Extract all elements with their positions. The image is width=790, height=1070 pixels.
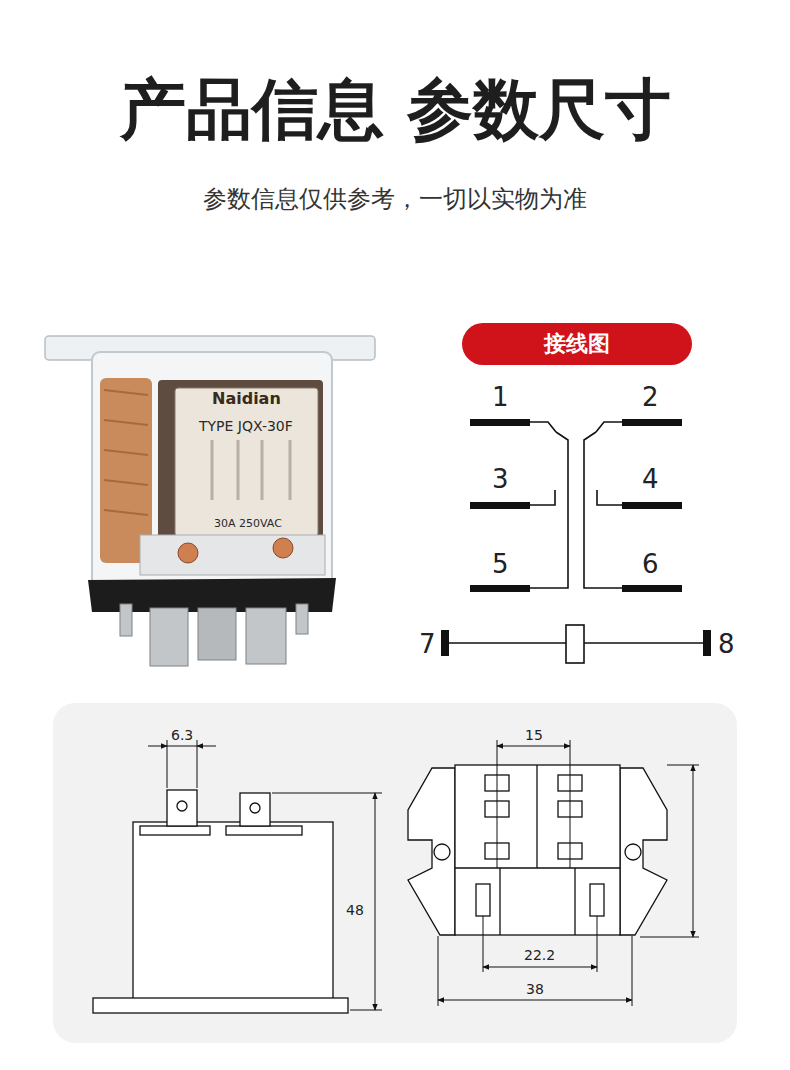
side-view-shape [148, 746, 167, 747]
rating-print: 30A 250VAC [214, 518, 282, 531]
top-view-shape [590, 884, 604, 916]
top-view-shape [667, 765, 699, 766]
relay-photo-shape [198, 608, 236, 660]
top-view [408, 740, 699, 1006]
dimension: 15 [523, 727, 545, 743]
pin-number: 5 [492, 550, 509, 580]
relay-photo-shape [140, 535, 325, 575]
relay-photo-shape [120, 604, 132, 636]
subtitle-note: 参数信息仅供参考，一切以实物为准 [203, 186, 587, 214]
side-view-shape [177, 801, 187, 811]
top-view-shape [438, 936, 439, 1006]
top-view-shape [693, 765, 694, 937]
side-view-shape [93, 998, 348, 1013]
pin-number: 4 [642, 465, 659, 495]
pin-number: 6 [642, 550, 659, 580]
side-view-shape [167, 746, 197, 747]
relay-photo-shape [175, 388, 318, 536]
relay-photo-shape [296, 604, 308, 634]
side-view-shape [167, 740, 168, 788]
top-view-shape [438, 1000, 632, 1001]
page-title: 产品信息 参数尺寸 [120, 72, 671, 148]
side-view-shape [197, 746, 216, 747]
wiring-diagram-shape [530, 422, 556, 432]
relay-photo [45, 336, 375, 666]
side-view-shape [167, 790, 197, 826]
wiring-diagram-shape [530, 432, 568, 588]
side-view-shape [375, 793, 376, 1010]
brand-print: Naidian [212, 390, 281, 408]
relay-photo-shape [212, 440, 290, 500]
top-view-shape [434, 844, 450, 860]
red-pill-heading: 接线图 [462, 323, 692, 365]
side-view-shape [133, 822, 333, 1000]
side-view-shape [226, 826, 302, 835]
side-view-shape [197, 740, 198, 788]
pin-number: 1 [492, 383, 509, 413]
top-view-shape [483, 916, 484, 972]
top-view-shape [536, 765, 537, 868]
model-print: TYPE JQX-30F [199, 418, 293, 434]
top-view-shape [640, 937, 699, 938]
wiring-diagram-shape [622, 502, 682, 509]
wiring-diagram-shape [596, 422, 622, 432]
top-view-shape [408, 768, 455, 935]
wiring-diagram-shape [470, 502, 530, 509]
relay-photo-shape [273, 538, 293, 558]
wiring-diagram-shape [597, 490, 622, 505]
relay-photo-shape [178, 543, 198, 563]
wiring-diagram-shape [584, 432, 622, 588]
relay-photo-shape [92, 352, 332, 602]
wiring-diagram [441, 419, 711, 663]
top-view-shape [476, 884, 490, 916]
relay-photo-shape [150, 608, 188, 666]
relay-photo-shape [246, 608, 286, 664]
top-view-shape [570, 740, 571, 868]
wiring-diagram-shape [470, 585, 530, 592]
panel [53, 703, 737, 1043]
side-view [93, 740, 382, 1013]
top-view-shape [625, 844, 641, 860]
pin-number: 2 [642, 383, 659, 413]
top-view-shape [483, 967, 597, 968]
top-view-shape [455, 765, 620, 935]
dimension: 22.2 [522, 947, 557, 963]
relay-photo-shape [104, 390, 148, 515]
pin-number: 8 [718, 630, 735, 660]
side-view-shape [250, 803, 260, 813]
wiring-diagram-shape [441, 419, 711, 656]
wiring-diagram-shape [449, 422, 703, 643]
wiring-diagram-shape [622, 419, 682, 426]
side-view-shape [240, 793, 270, 826]
wiring-diagram-shape [470, 419, 530, 426]
side-view-shape [272, 793, 382, 794]
wiring-diagram-shape [530, 490, 555, 505]
side-view-shape [140, 826, 210, 835]
dimension: 6.3 [169, 727, 195, 743]
wiring-diagram-shape [441, 630, 449, 656]
pin-number: 3 [492, 465, 509, 495]
wiring-diagram-shape [622, 585, 682, 592]
wiring-diagram-shape [566, 625, 584, 663]
top-view-shape [574, 868, 575, 935]
top-view-shape [632, 936, 633, 1006]
top-view-shape [597, 916, 598, 972]
top-view-shape [620, 768, 667, 935]
side-view-shape [350, 1010, 382, 1011]
dimension: 48 [344, 902, 366, 918]
wiring-diagram-shape [703, 630, 711, 656]
top-view-shape [497, 746, 570, 747]
top-view-shape [499, 868, 500, 935]
dimension: 38 [524, 981, 546, 997]
node-text: 接线图 [544, 329, 610, 359]
top-view-shape [497, 740, 498, 868]
pin-number: 7 [419, 630, 436, 660]
relay-photo-shape [158, 380, 323, 560]
